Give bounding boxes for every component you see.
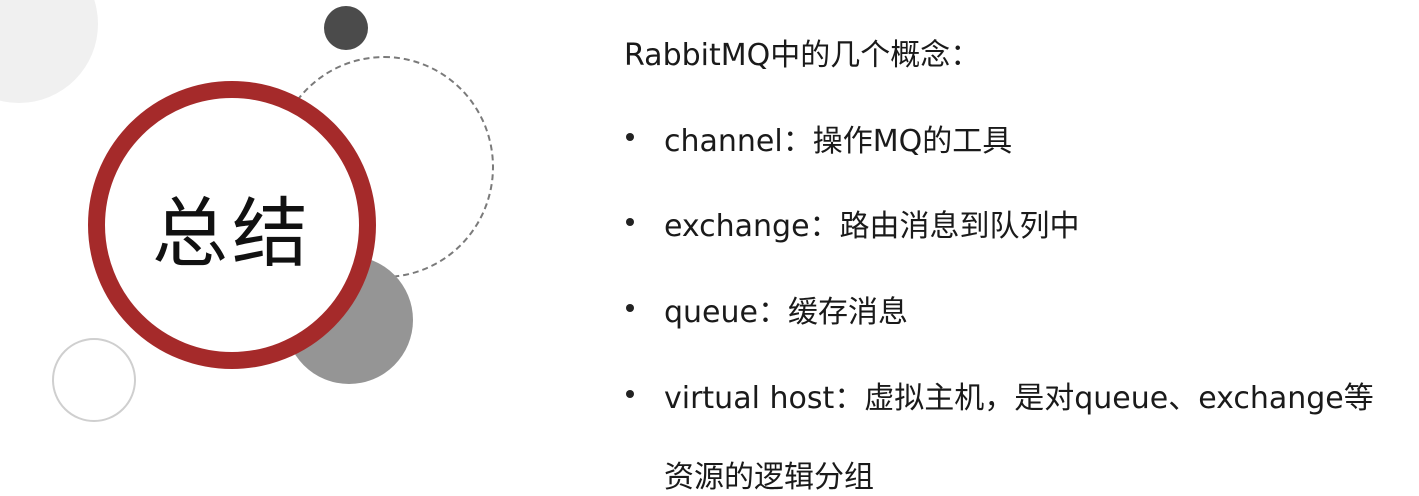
bullet-dot-icon <box>626 133 634 141</box>
decorative-light-circle <box>0 0 98 103</box>
decorative-dark-circle <box>324 6 368 50</box>
list-item-text: queue：缓存消息 <box>664 295 908 330</box>
summary-title: 总结 <box>152 189 312 278</box>
list-item-text: channel：操作MQ的工具 <box>664 124 1013 159</box>
concepts-heading: RabbitMQ中的几个概念： <box>624 38 981 73</box>
decorative-outline-circle <box>52 338 136 422</box>
summary-ring: 总结 <box>88 81 376 369</box>
list-item-text: exchange：路由消息到队列中 <box>664 209 1080 244</box>
bullet-dot-icon <box>626 390 634 398</box>
bullet-dot-icon <box>626 218 634 226</box>
list-item-text: virtual host：虚拟主机，是对queue、exchange等 <box>664 381 1374 416</box>
list-item-continuation: 资源的逻辑分组 <box>664 460 874 495</box>
bullet-dot-icon <box>626 304 634 312</box>
